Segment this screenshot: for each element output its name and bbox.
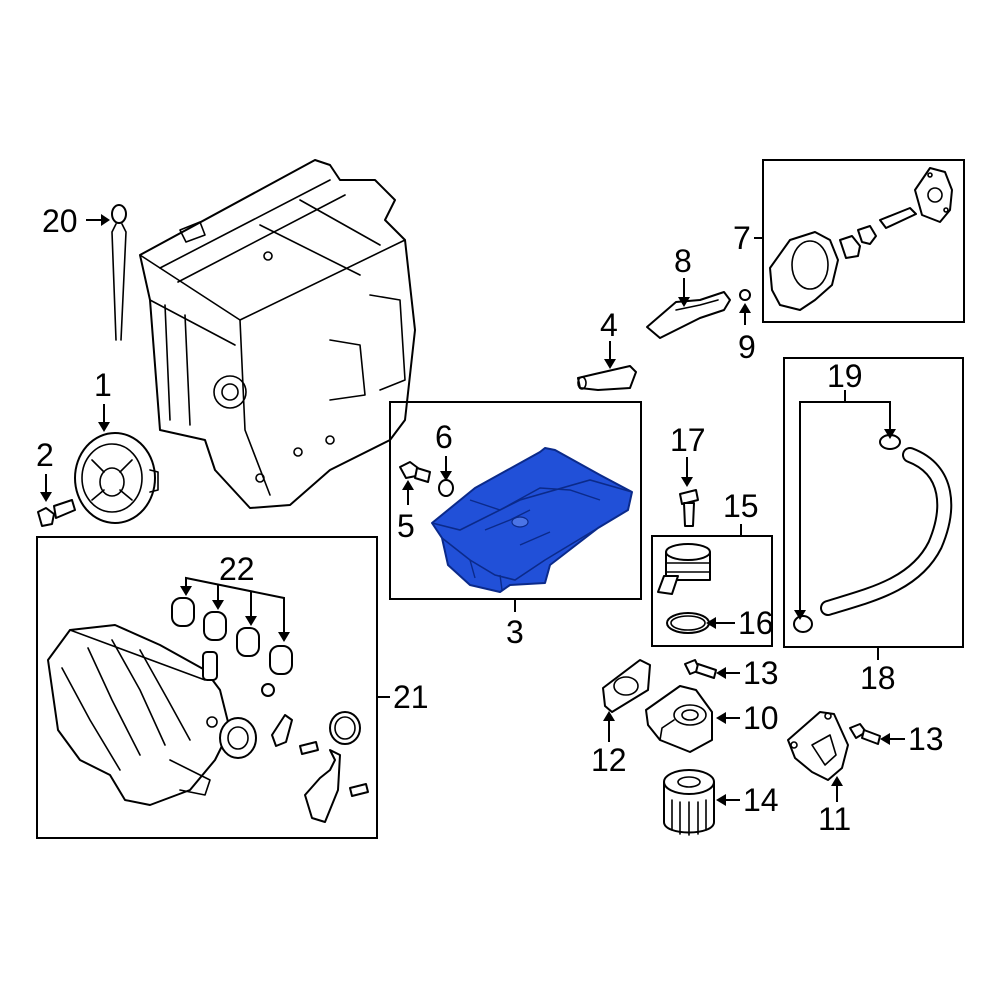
callout-1: 1: [94, 367, 112, 403]
engine-block: [139, 159, 416, 509]
bracket-11: [787, 711, 849, 781]
crankshaft-pulley: [74, 432, 159, 524]
intake-gaskets: [171, 597, 293, 675]
callout-7: 7: [733, 220, 751, 256]
intake-manifold: [47, 624, 257, 806]
dipstick: [111, 204, 127, 341]
oil-hose: [793, 434, 953, 633]
callout-10: 10: [743, 700, 779, 736]
callout-22: 22: [219, 551, 255, 587]
gasket-12: [602, 659, 651, 713]
hose-box: [783, 357, 964, 648]
oil-pan-washer: [438, 479, 454, 497]
oil-pump: [769, 167, 953, 311]
callout-20: 20: [42, 203, 78, 239]
o-ring: [739, 289, 751, 301]
oil-filter-adapter: [645, 685, 713, 753]
callout-15: 15: [723, 488, 759, 524]
callout-18: 18: [860, 660, 896, 696]
callout-21: 21: [393, 679, 429, 715]
callout-11: 11: [818, 801, 851, 837]
callout-8: 8: [674, 243, 692, 279]
callout-16: 16: [738, 605, 774, 641]
callout-19: 19: [827, 358, 863, 394]
callout-6: 6: [435, 419, 453, 455]
callout-12: 12: [591, 742, 627, 778]
oil-pan-bolt: [399, 461, 431, 483]
intake-manifold-box: [36, 536, 378, 839]
oil-cooler-box: [651, 535, 773, 647]
manifold-small-parts: [202, 651, 369, 823]
callout-3: 3: [506, 614, 524, 650]
oil-pan: [431, 447, 633, 593]
callout-4: 4: [600, 307, 618, 343]
callout-2: 2: [36, 437, 54, 473]
oil-cooler: [657, 543, 711, 634]
bolt-13a: [684, 659, 717, 679]
callout-9: 9: [738, 329, 756, 365]
callout-5: 5: [397, 508, 415, 544]
callout-13-upper: 13: [743, 655, 779, 691]
oil-filter: [663, 769, 715, 836]
callout-14: 14: [743, 782, 779, 818]
bolt-13b: [849, 723, 881, 745]
oil-pump-box: [762, 159, 965, 323]
pulley-bolt: [37, 499, 76, 527]
callout-17: 17: [670, 422, 706, 458]
oil-pickup-tube: [577, 365, 637, 391]
callout-13-lower: 13: [908, 721, 944, 757]
bolt-17: [679, 489, 699, 527]
